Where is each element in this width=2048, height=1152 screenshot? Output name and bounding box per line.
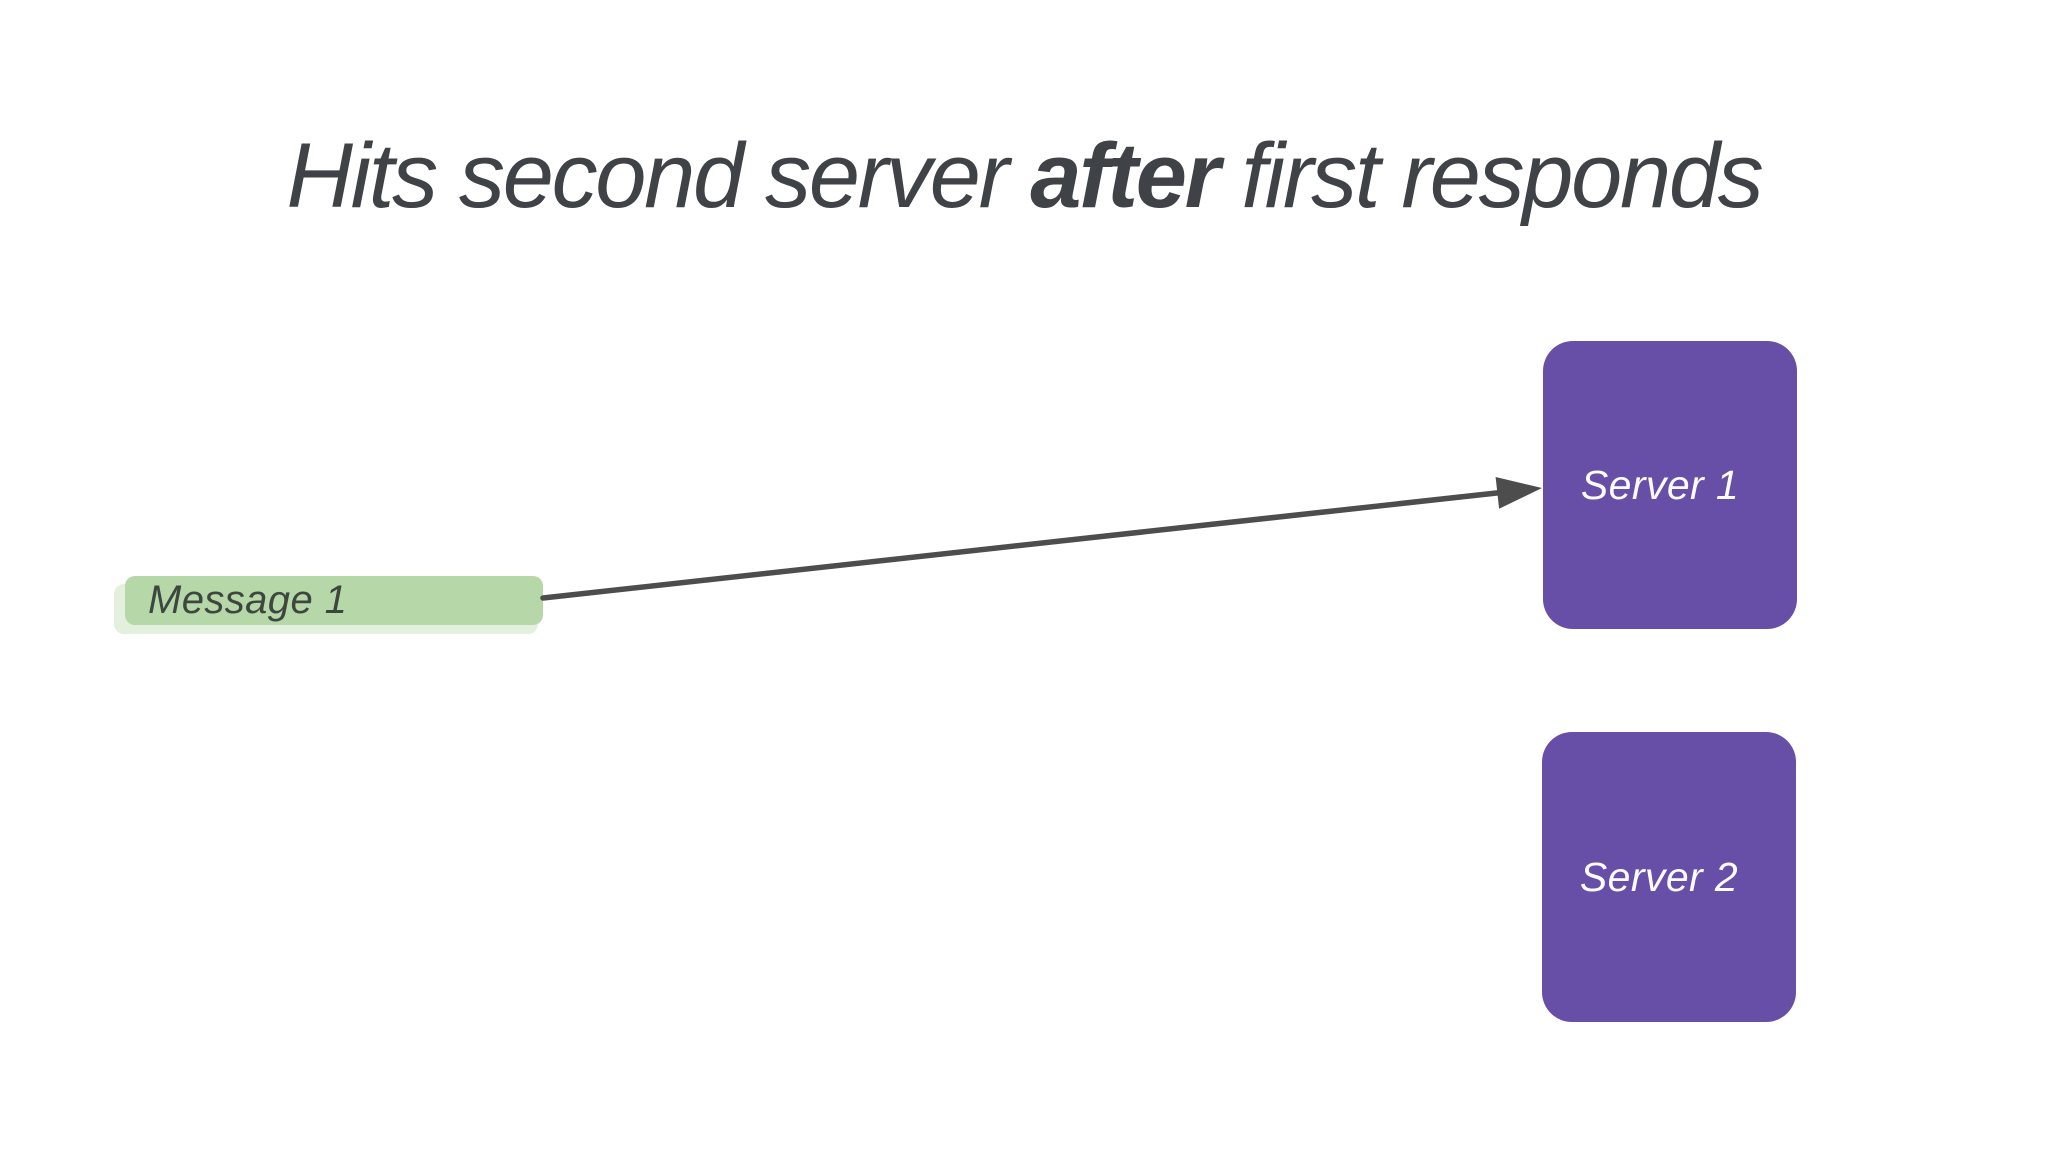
arrowhead-icon xyxy=(1495,477,1542,509)
server-1-box: Server 1 xyxy=(1543,341,1797,629)
slide-title-suffix: first responds xyxy=(1218,125,1763,227)
message-1-label: Message 1 xyxy=(148,578,348,622)
server-1-label: Server 1 xyxy=(1580,461,1740,508)
server-2-box: Server 2 xyxy=(1542,732,1796,1022)
slide-title: Hits second server after first responds xyxy=(0,125,2048,227)
slide-title-prefix: Hits second server xyxy=(286,125,1031,227)
slide-title-emphasis: after xyxy=(1030,125,1220,227)
message-1-box: Message 1 xyxy=(125,576,543,625)
arrow-shaft xyxy=(540,489,1503,601)
server-2-label: Server 2 xyxy=(1579,853,1739,900)
